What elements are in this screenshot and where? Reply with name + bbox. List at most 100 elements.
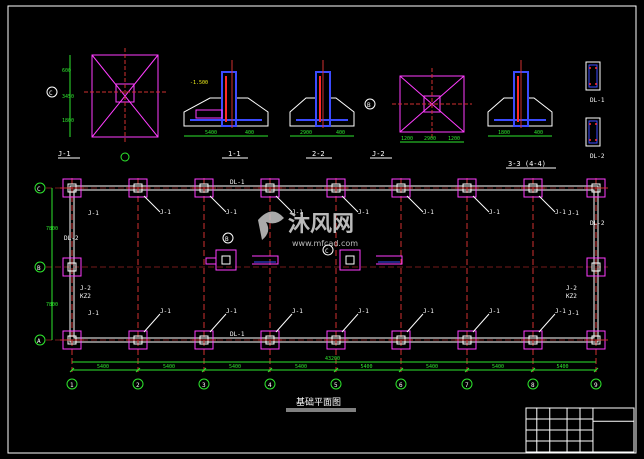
axis-bubble (34, 182, 46, 194)
leader-line (538, 313, 556, 333)
dim-text: 5400 (492, 364, 504, 370)
axis-bubble-label: 3 (202, 382, 206, 389)
axis-bubble-label: B (37, 265, 41, 272)
watermark-brand: 沐风网 (288, 212, 354, 237)
axis-bubble (34, 261, 46, 273)
detail-section-3-3: 1800 400 3-3 (4-4) (487, 60, 556, 169)
leader-line (341, 195, 359, 213)
axis-bubble (330, 378, 342, 390)
footing-label: J-1 (226, 209, 237, 216)
leader-line (341, 313, 359, 333)
detail-title-j2: J-2 (372, 150, 385, 158)
foundation-plan: J-1J-1J-1J-1J-1J-1J-1J-1J-1J-1J-1J-1J-1J… (34, 178, 608, 390)
dim-text: 3450 (62, 94, 74, 100)
detail-j2-plan: B 1200 2900 1200 J-2 (364, 68, 472, 159)
dim-tick (135, 367, 141, 373)
edge-beam-label: DL-1 (230, 179, 245, 186)
middle-footing-label: J-2 (566, 285, 577, 292)
leader-line (143, 195, 161, 213)
dim-text: 5400 (426, 364, 438, 370)
leader-line (143, 313, 161, 333)
leader-line (275, 195, 293, 213)
axis-bubble (527, 378, 539, 390)
footing-label: J-1 (292, 209, 303, 216)
axis-bubble (198, 378, 210, 390)
dim-text: 5400 (205, 130, 217, 136)
detail-title-1-1: 1-1 (228, 150, 241, 158)
detail-title-dl1: DL-1 (590, 97, 605, 104)
axis-bubble-label: 7 (465, 382, 469, 389)
dim-text: 5400 (557, 364, 569, 370)
footing-pad (586, 257, 606, 277)
leader-line (472, 195, 490, 213)
detail-title-3-3: 3-3 (4-4) (508, 160, 546, 168)
detail-beam-sections: DL-1 DL-2 (585, 61, 605, 160)
dim-text: 5400 (163, 364, 175, 370)
column-square (591, 262, 601, 272)
footing-label: J-1 (423, 308, 434, 315)
leader-line (406, 195, 424, 213)
dim-tick (464, 367, 470, 373)
callout-b: B (225, 236, 229, 243)
dim-text: 2900 (424, 136, 436, 142)
axis-bubble-label: 8 (531, 382, 535, 389)
dim-text: 5400 (361, 364, 373, 370)
dim-text: 1800 (62, 118, 74, 124)
dim-text: 7800 (46, 226, 58, 232)
axis-bubble (264, 378, 276, 390)
footing-pad (62, 257, 82, 277)
drawing-title: 基础平面图 (286, 396, 356, 412)
side-beam-label: DL-2 (590, 220, 605, 227)
axis-bubble (132, 378, 144, 390)
axis-bubble-label: 2 (136, 382, 140, 389)
footing-label: J-1 (555, 209, 566, 216)
dim-text: 400 (336, 130, 345, 136)
axis-bubble-label: B (367, 102, 371, 109)
dim-text: 2900 (300, 130, 312, 136)
axis-bubble-label: C (37, 186, 41, 193)
axis-bubble (395, 378, 407, 390)
leader-line (472, 313, 490, 333)
axis-bubble (461, 378, 473, 390)
footing-label: J-1 (88, 310, 99, 317)
footing-label: J-1 (489, 308, 500, 315)
dim-tick (201, 367, 207, 373)
middle-column-label: KZ2 (80, 293, 91, 300)
middle-callouts: B C (205, 232, 403, 271)
dim-text: 5400 (97, 364, 109, 370)
dim-text: 7800 (46, 302, 58, 308)
footing-label: J-1 (160, 209, 171, 216)
dim-tick (267, 367, 273, 373)
footing-label: J-1 (555, 308, 566, 315)
leader-line (209, 313, 227, 333)
leader-line (406, 313, 424, 333)
footing-label: J-1 (358, 209, 369, 216)
beam-outline-inner (73, 189, 595, 339)
footing-label: J-1 (292, 308, 303, 315)
axis-bubble-label: 1 (70, 382, 74, 389)
column-square (67, 262, 77, 272)
dim-tick (593, 367, 599, 373)
leader-line (275, 313, 293, 333)
leader-line (538, 195, 556, 213)
detail-section-2-2: 2900 400 2-2 (289, 60, 355, 159)
axis-bubble-label: 6 (399, 382, 403, 389)
footing-label: J-1 (88, 210, 99, 217)
dim-text: 400 (534, 130, 543, 136)
watermark: 沐风网 www.mfcad.com (258, 211, 358, 248)
title-block (525, 407, 635, 453)
side-beam-label: DL-2 (64, 235, 79, 242)
edge-beam-label: DL-1 (230, 331, 245, 338)
detail-title-j1: J-1 (58, 150, 71, 158)
middle-column-label: KZ2 (566, 293, 577, 300)
footing-label: J-1 (358, 308, 369, 315)
dim-text: 5400 (229, 364, 241, 370)
axis-bubble-label: A (37, 338, 41, 345)
dim-tick (530, 367, 536, 373)
footing-label: J-1 (423, 209, 434, 216)
watermark-url: www.mfcad.com (292, 239, 358, 248)
dim-tick (333, 367, 339, 373)
axis-bubble-label: 4 (268, 382, 272, 389)
dim-text: 1200 (448, 136, 460, 142)
